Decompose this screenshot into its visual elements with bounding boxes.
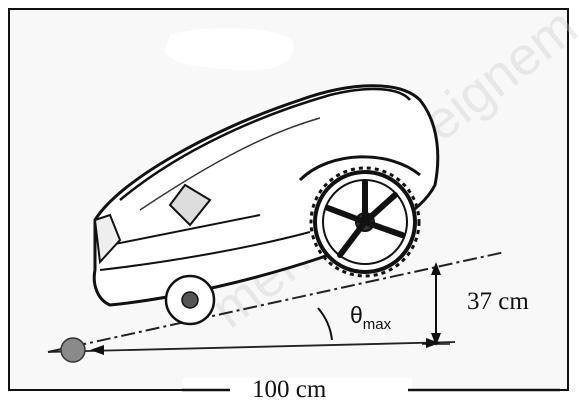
label-gap (182, 378, 412, 400)
blank-patch (165, 28, 294, 71)
length-dimension (90, 338, 440, 355)
slope-line (47, 251, 506, 353)
angle-label: θmax (350, 302, 392, 333)
height-label: 37 cm (467, 288, 529, 315)
pivot-dot (60, 337, 86, 363)
robot-mower (92, 84, 440, 326)
baseline (47, 341, 456, 353)
angle-arc (317, 307, 333, 341)
length-label: 100 cm (252, 376, 327, 401)
height-dimension (422, 262, 450, 346)
